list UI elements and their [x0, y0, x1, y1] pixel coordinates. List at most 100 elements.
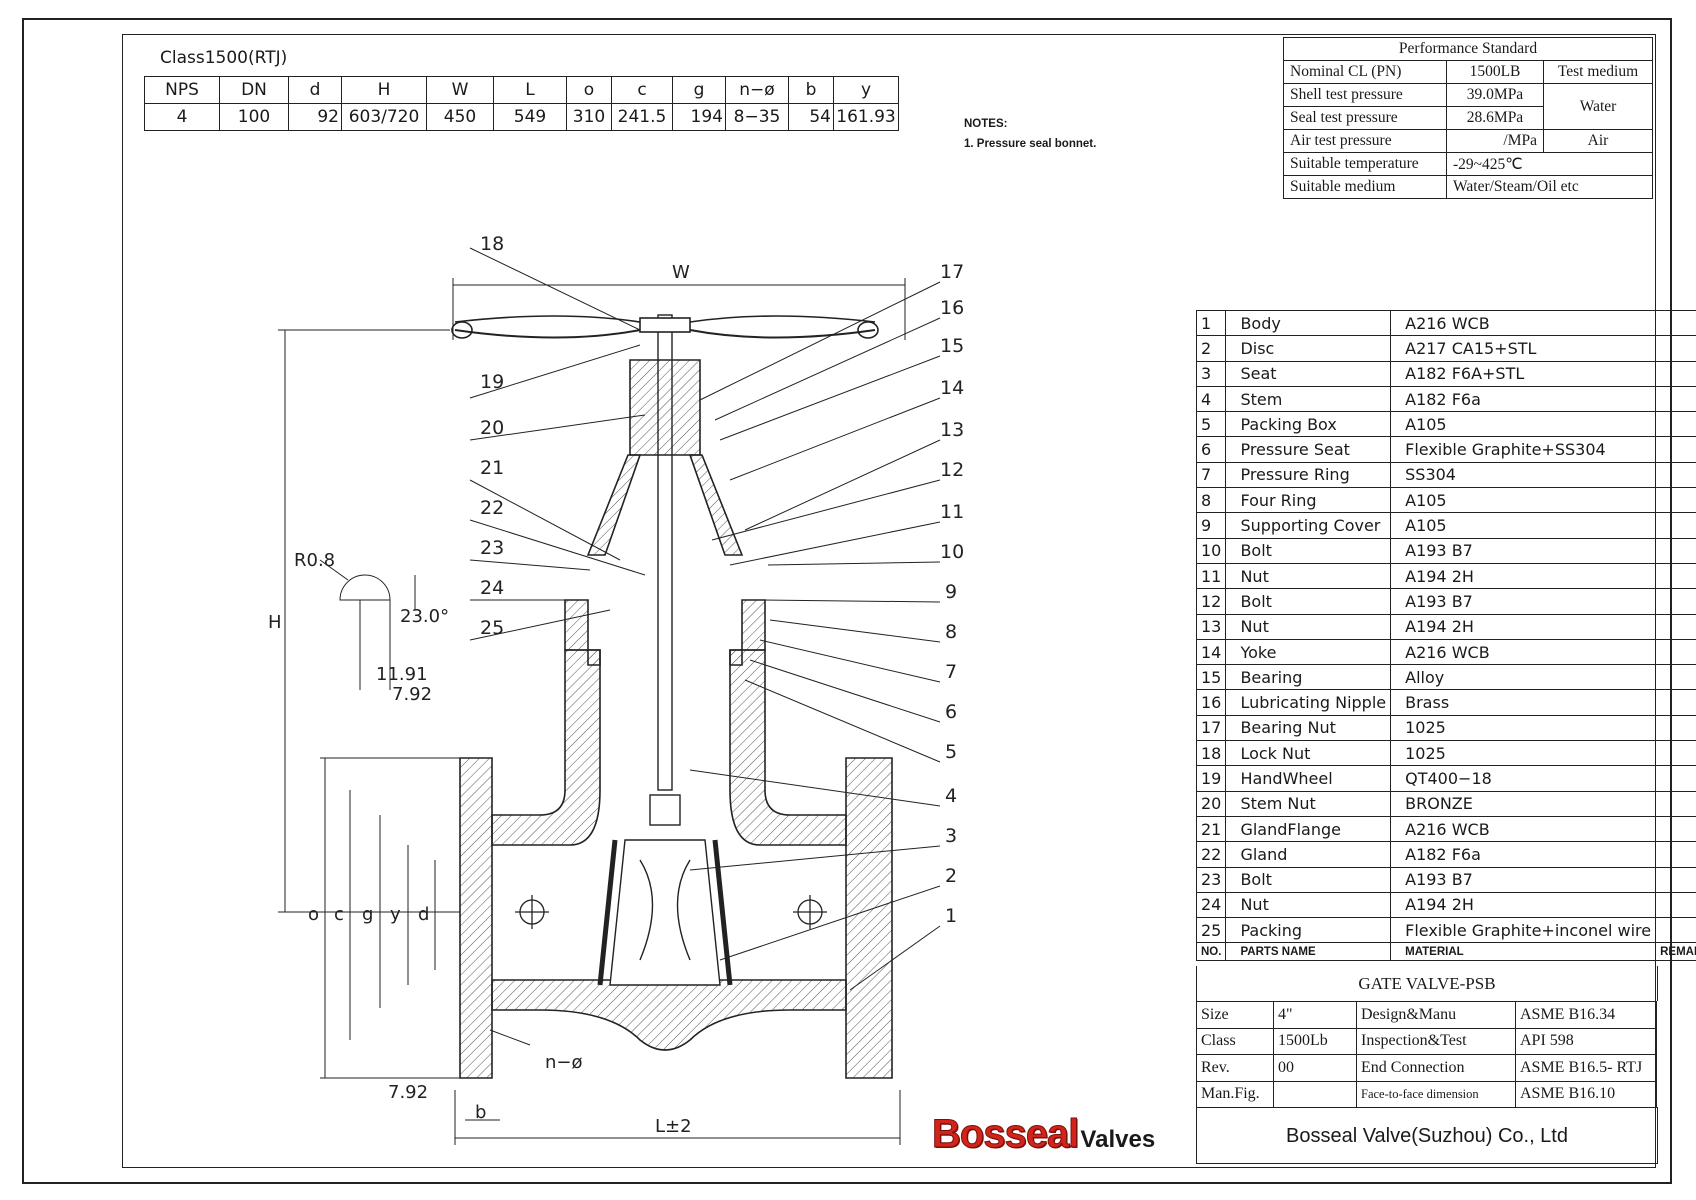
part-number: 1	[1195, 309, 1227, 337]
callout-21: 21	[480, 457, 504, 479]
dim-value: 100	[219, 103, 289, 131]
part-name: Bolt	[1225, 588, 1392, 615]
dim-value: 549	[493, 103, 567, 131]
part-material: Flexible Graphite+SS304	[1390, 436, 1657, 463]
part-name: Bolt	[1225, 537, 1392, 564]
part-number: 2	[1195, 335, 1227, 362]
part-name: Yoke	[1225, 638, 1392, 666]
callout-5: 5	[945, 741, 957, 763]
dimension-value-row: 4 100 92 603/720 450 549 310 241.5 194 8…	[144, 103, 899, 131]
part-material: A194 2H	[1390, 613, 1657, 640]
medium-value: Water/Steam/Oil etc	[1446, 175, 1653, 199]
part-name: Packing Box	[1225, 411, 1392, 438]
dim-label-b: b	[475, 1102, 486, 1123]
callout-23: 23	[480, 537, 504, 559]
part-remark	[1655, 562, 1696, 590]
parts-header-material: MATERIAL	[1390, 942, 1657, 962]
part-remark	[1655, 815, 1696, 843]
dim-value: 310	[566, 103, 612, 131]
inspect-value: API 598	[1515, 1027, 1657, 1055]
dim-value: 161.93	[833, 103, 899, 131]
part-material: A216 WCB	[1390, 815, 1657, 843]
part-material: Alloy	[1390, 664, 1657, 691]
callout-17: 17	[940, 261, 964, 283]
seat-right	[712, 839, 733, 986]
callout-6: 6	[945, 701, 957, 723]
disc-center	[639, 859, 691, 961]
part-remark	[1655, 461, 1696, 489]
parts-header-no: NO.	[1195, 942, 1227, 962]
callout-18: 18	[480, 233, 504, 255]
part-number: 6	[1195, 436, 1227, 463]
part-name: GlandFlange	[1225, 815, 1392, 843]
part-material: A182 F6a	[1390, 841, 1657, 868]
dimension-table: NPS DN d H W L o c g n−ø b y 4 100 92 60…	[144, 76, 899, 131]
test-medium-label: Test medium	[1543, 60, 1653, 84]
part-remark	[1655, 866, 1696, 893]
notes-line: 1. Pressure seal bonnet.	[964, 138, 1097, 150]
parts-header-remark: REMARK	[1655, 942, 1696, 962]
part-number: 20	[1195, 790, 1227, 817]
callout-24: 24	[480, 577, 504, 599]
part-material: A193 B7	[1390, 866, 1657, 893]
dim-label-y: y	[390, 904, 401, 925]
end-value: ASME B16.5- RTJ	[1515, 1054, 1657, 1082]
callout-19: 19	[480, 371, 504, 393]
dim-label-1191: 11.91	[376, 664, 428, 685]
dim-header: o	[566, 76, 612, 104]
part-number: 21	[1195, 815, 1227, 843]
part-remark	[1655, 740, 1696, 767]
part-number: 12	[1195, 588, 1227, 615]
callout-1: 1	[945, 905, 957, 927]
dim-value: 8−35	[725, 103, 789, 131]
right-flange	[845, 757, 893, 1079]
part-material: A193 B7	[1390, 537, 1657, 564]
part-name: Gland	[1225, 841, 1392, 868]
callout-3: 3	[945, 825, 957, 847]
size-label: Size	[1196, 1001, 1274, 1029]
callout-2: 2	[945, 865, 957, 887]
dim-header: d	[288, 76, 342, 104]
dimension-lines	[278, 278, 906, 1145]
part-name: Packing	[1225, 917, 1392, 944]
dim-value: 194	[672, 103, 726, 131]
dim-label-w: W	[672, 262, 690, 283]
callout-8: 8	[945, 621, 957, 643]
dim-label-l: L±2	[655, 1116, 692, 1137]
dim-label-o: o	[308, 904, 319, 925]
inspect-label: Inspection&Test	[1356, 1027, 1516, 1055]
rev-label: Rev.	[1196, 1054, 1274, 1082]
part-material: 1025	[1390, 740, 1657, 767]
dim-label-792-top: 7.92	[392, 684, 432, 705]
part-number: 5	[1195, 411, 1227, 438]
part-remark	[1655, 512, 1696, 539]
size-value: 4"	[1273, 1001, 1357, 1029]
notes-title: NOTES:	[964, 118, 1008, 130]
part-material: A193 B7	[1390, 588, 1657, 615]
shell-label: Shell test pressure	[1283, 83, 1447, 107]
part-name: Disc	[1225, 335, 1392, 362]
class-value: 1500Lb	[1273, 1027, 1357, 1055]
part-material: A194 2H	[1390, 891, 1657, 919]
callout-14: 14	[940, 377, 964, 399]
part-number: 3	[1195, 360, 1227, 387]
part-number: 16	[1195, 689, 1227, 716]
part-remark	[1655, 891, 1696, 919]
seal-label: Seal test pressure	[1283, 106, 1447, 130]
callout-25: 25	[480, 617, 504, 639]
part-name: Lock Nut	[1225, 740, 1392, 767]
